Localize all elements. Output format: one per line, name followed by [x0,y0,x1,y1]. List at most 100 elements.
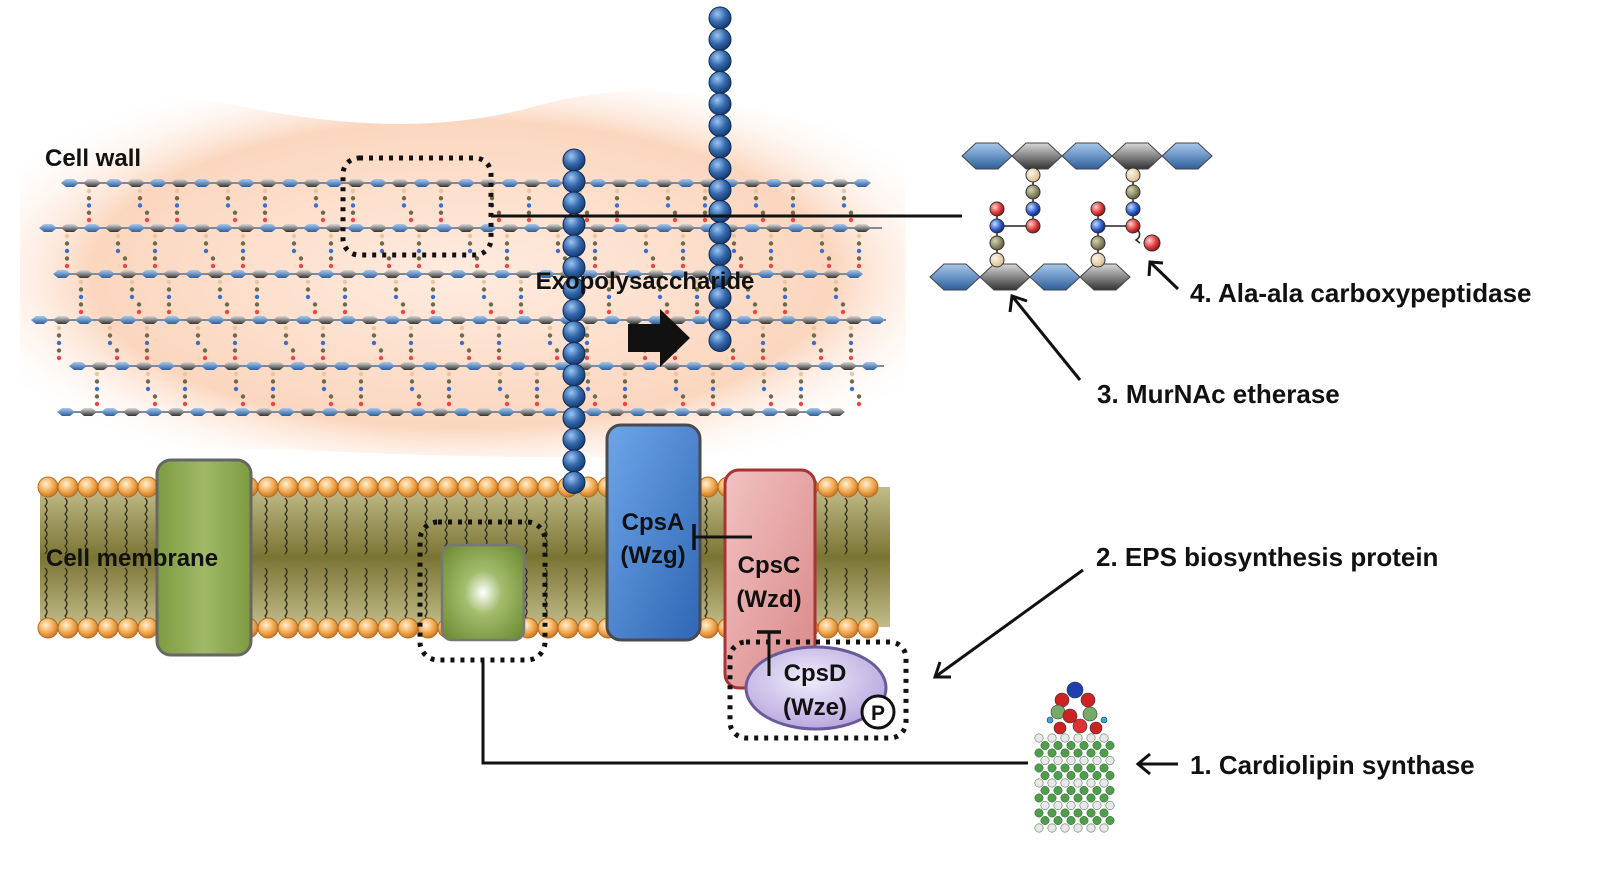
peptide-bead [614,203,620,208]
peptide-bead [210,263,216,269]
glycan-nam [853,224,871,232]
peptide-bead [408,210,414,215]
cardiolipin-atom [1046,716,1054,724]
glycan-nam [141,316,159,324]
peptide-bead [262,188,268,194]
cpsc-alias: (Wzd) [736,586,801,613]
glycan-nag [325,179,343,187]
cardiolipin-atom [1073,733,1083,743]
lipid-tail [844,497,848,555]
peptide-bead [152,241,158,246]
lipid-head [257,617,279,639]
peptide-bead [350,217,356,223]
peptide-bead [350,210,356,215]
peptide-bead [342,302,348,307]
callout-arrows [932,260,1180,776]
cardiolipin-molecule-icon [1034,681,1115,833]
peptide-bead [694,287,700,292]
glycan-nag [509,362,527,370]
glycan-nam [413,224,431,232]
glycan-nag [245,362,263,370]
peptide-bead [386,256,392,261]
cardiolipin-atom [1047,733,1057,743]
lipid-tail [324,497,328,555]
glycan-nam [343,408,361,416]
glycan-nam [633,224,651,232]
peptide-bead [592,263,598,269]
peptide-bead [174,188,180,194]
peptide-bead [182,371,188,377]
detail-amino-acid [1125,201,1141,217]
glycan-nag [333,362,351,370]
lipid-head [337,476,359,498]
lipid-head [77,617,99,639]
peptide-bead [848,355,854,361]
peptide-bead [738,263,744,269]
peptide-bead [328,241,334,246]
lipid-head [297,476,319,498]
peptide-bead [768,394,774,399]
peptide-bead [446,386,452,392]
cardiolipin-atom [1034,733,1044,743]
peptide-bead [554,355,560,361]
peptide-bead [702,196,708,201]
peptide-bead [811,325,817,331]
cardiolipin-atom [1092,771,1102,780]
peptide-bead [225,188,231,194]
lipid-tail [424,567,428,625]
cell-wall-label: Cell wall [45,145,141,172]
glycan-nam [443,362,461,370]
glycan-nag [641,362,659,370]
peptide-bead [665,203,671,208]
arrowhead-callout-1 [1135,752,1151,776]
peptide-bead [650,256,656,261]
lipid-head [117,617,139,639]
glycan-nam [757,316,775,324]
glycan-nam [831,179,849,187]
peptide-bead [78,287,84,292]
peptide-bead [270,394,276,399]
peptide-bead [203,248,209,254]
glycan-nag [861,362,879,370]
lipid-tail [704,497,708,555]
peptide-bead [446,371,452,377]
peptide-bead [782,279,788,285]
peptide-bead [585,386,591,392]
peptide-bead [446,394,452,399]
peptide-bead [232,348,238,353]
peptide-bead [438,196,444,201]
detail-amino-acid [989,252,1005,268]
peptide-bead [195,340,201,346]
peptide-bead [547,325,553,331]
peptide-bead [467,248,473,254]
glycan-nam [581,316,599,324]
peptide-bead [438,210,444,215]
arrowhead-callout-2 [932,661,951,679]
glycan-nam [255,408,273,416]
lipid-tail [864,567,868,625]
peptide-bead [328,394,334,399]
peptide-bead [673,371,679,377]
glycan-nam [251,270,269,278]
peptide-bead [841,203,847,208]
peptide-bead [826,256,832,261]
peptide-bead [584,333,590,338]
peptide-bead [730,348,736,353]
lipid-tail [144,497,148,555]
peptide-bead [416,263,422,269]
peptide-bead [798,394,804,399]
detail-cleaved-bond [1134,229,1141,244]
peptide-bead [225,203,231,208]
peptide-bead [702,188,708,194]
glycan-nag [61,179,79,187]
cardiolipin-atom [1066,816,1076,825]
peptide-bead [768,248,774,254]
cardiolipin-atom [1060,778,1070,788]
cardiolipin-atom [1034,778,1044,788]
lipid-tail [144,567,148,625]
glycan-nam [663,362,681,370]
peptide-bead [614,196,620,201]
peptide-bead [342,309,348,315]
glycan-nag [655,224,673,232]
peptide-bead [115,248,121,254]
